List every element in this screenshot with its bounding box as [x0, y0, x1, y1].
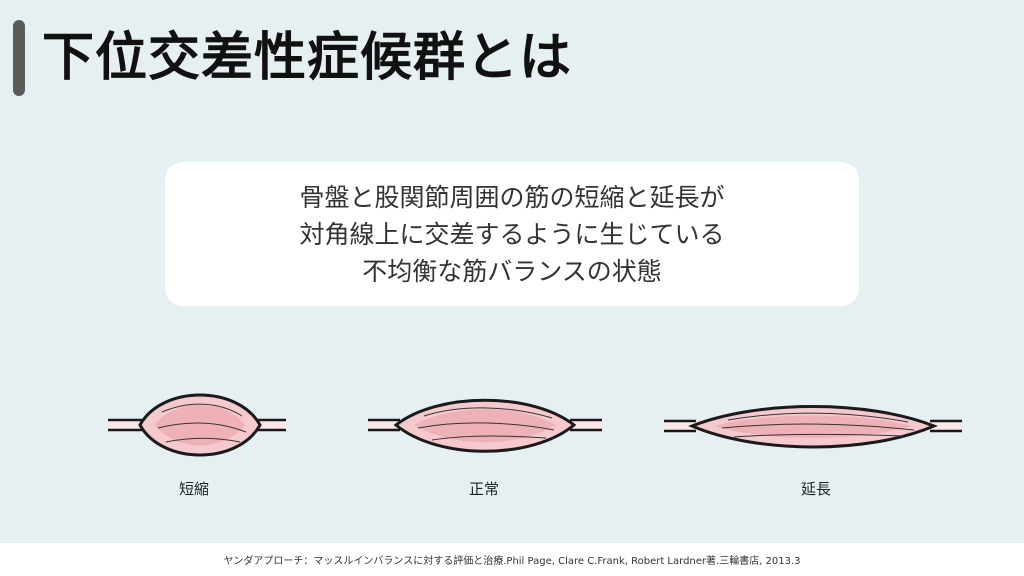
label-lengthened: 延長 — [800, 480, 831, 498]
normal-muscle-illustration — [368, 398, 602, 453]
definition-line-3: 不均衡な筋バランスの状態 — [362, 256, 662, 286]
shortened-muscle-illustration — [108, 393, 286, 457]
slide-area: 下位交差性症候群とは 骨盤と股関節周囲の筋の短縮と延長が 対角線上に交差するよう… — [0, 0, 1024, 543]
title-accent-bar — [13, 20, 25, 96]
page-title: 下位交差性症候群とは — [42, 28, 573, 88]
citation-footer: ヤンダアプローチ：マッスルインバランスに対する評価と治療.Phil Page, … — [223, 556, 801, 567]
definition-line-1: 骨盤と股関節周囲の筋の短縮と延長が — [299, 182, 725, 212]
definition-line-2: 対角線上に交差するように生じている — [299, 219, 725, 249]
label-normal: 正常 — [468, 480, 499, 498]
label-shortened: 短縮 — [178, 480, 209, 498]
definition-box: 骨盤と股関節周囲の筋の短縮と延長が 対角線上に交差するように生じている 不均衡な… — [165, 162, 859, 306]
lengthened-muscle-illustration — [664, 405, 962, 449]
